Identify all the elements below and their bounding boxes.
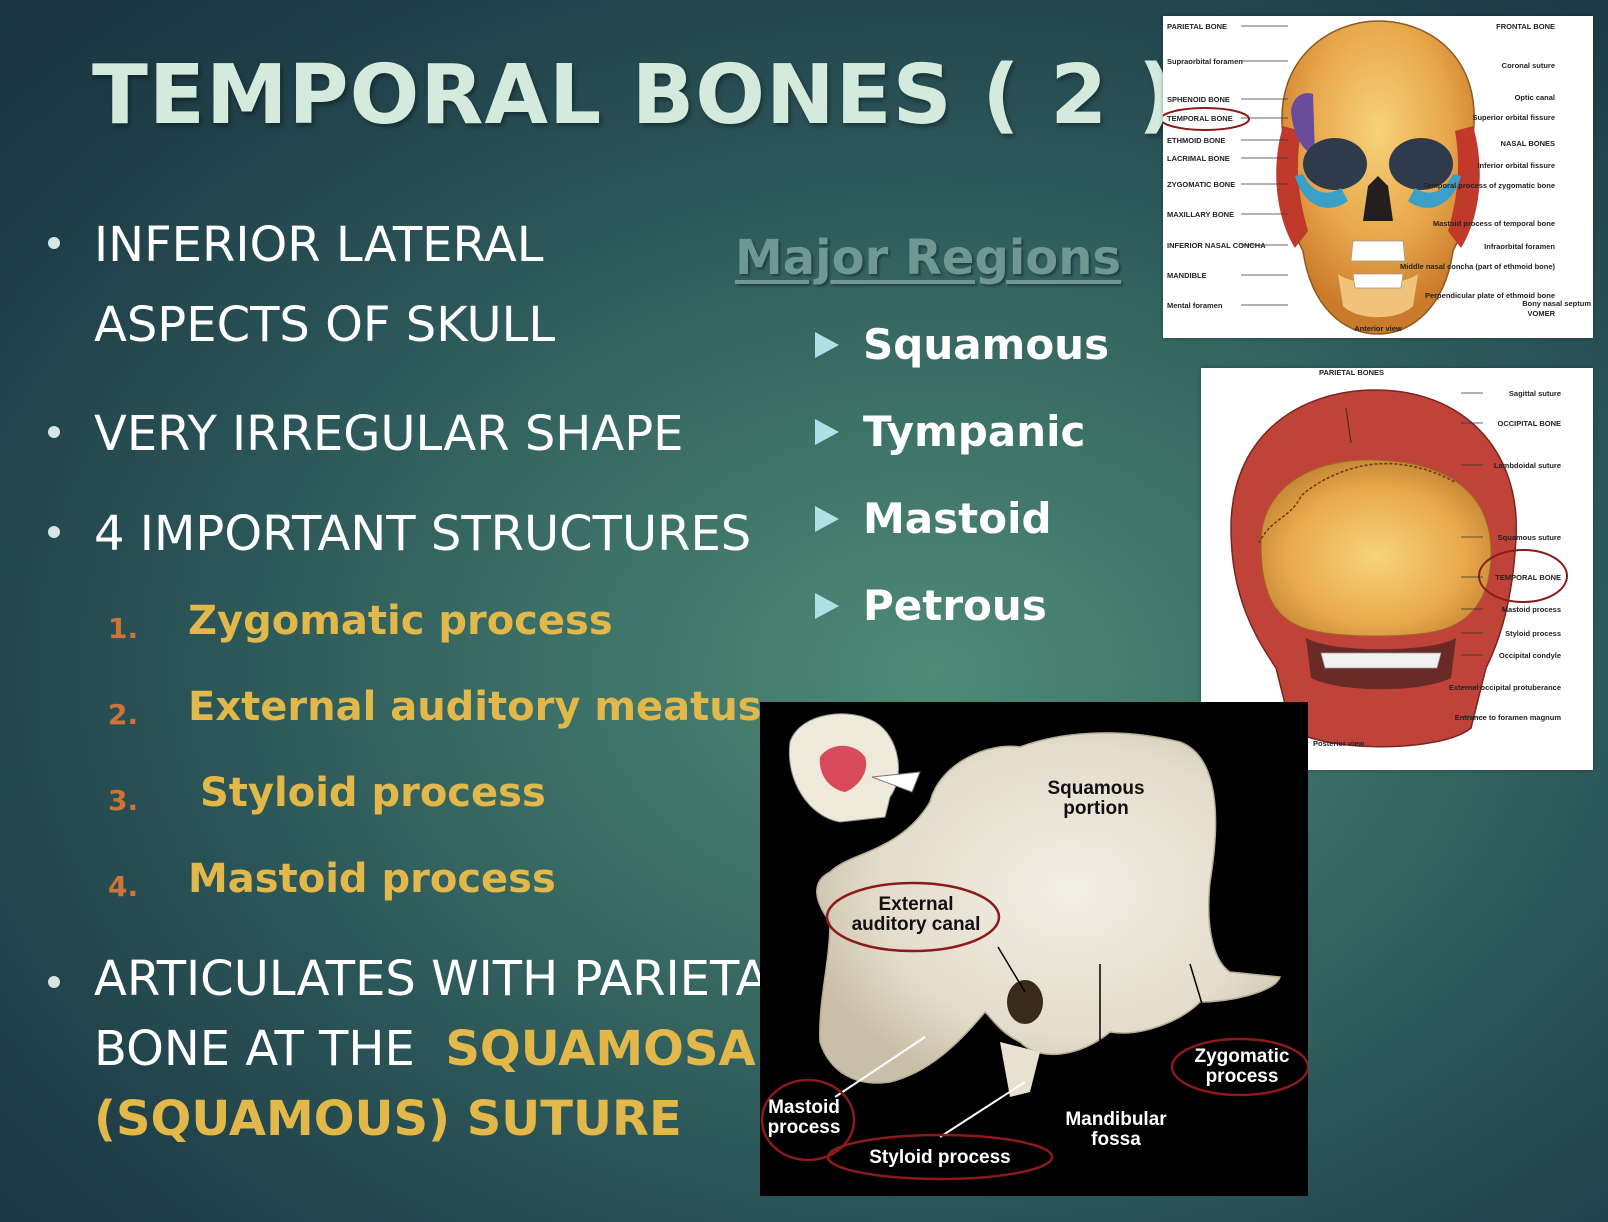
anterior-left-label: ZYGOMATIC BONE xyxy=(1167,180,1235,189)
triangle-bullet-icon xyxy=(815,332,839,358)
anterior-left-label: MAXILLARY BONE xyxy=(1167,210,1234,219)
bullet-line: ASPECTS OF SKULL xyxy=(94,297,556,353)
structure-label: Styloid process xyxy=(200,770,546,816)
anterior-right-label: VOMER xyxy=(1527,309,1555,318)
bullet-line: ARTICULATES WITH PARIETAL xyxy=(94,951,796,1007)
bullet-line: BONE AT THE SQUAMOSAL xyxy=(94,1014,795,1084)
posterior-right-label: Entrance to foramen magnum xyxy=(1455,713,1562,722)
slide-title: TEMPORAL BONES ( 2 ) xyxy=(92,48,1177,143)
zygomatic-label-2: process xyxy=(1206,1066,1279,1087)
anterior-left-label: LACRIMAL BONE xyxy=(1167,154,1230,163)
region-item: Tympanic xyxy=(815,407,1085,456)
bullet-dot xyxy=(48,426,60,438)
anterior-right-label: Optic canal xyxy=(1515,93,1555,102)
anterior-right-label: FRONTAL BONE xyxy=(1496,22,1555,31)
anterior-right-label: Infraorbital foramen xyxy=(1484,242,1555,251)
skull-anterior-illustration xyxy=(1163,20,1480,335)
anterior-right-label: Coronal suture xyxy=(1502,61,1555,70)
posterior-right-label: Squamous suture xyxy=(1498,533,1561,542)
anterior-right-label: Middle nasal concha (part of ethmoid bon… xyxy=(1400,262,1556,271)
anterior-left-label: ETHMOID BONE xyxy=(1167,136,1225,145)
temporal-bone-figure: Squamous portion External auditory canal… xyxy=(760,702,1308,1196)
structure-label: Mastoid process xyxy=(188,856,556,902)
anterior-left-label: TEMPORAL BONE xyxy=(1167,114,1233,123)
structure-label: External auditory meatus xyxy=(188,684,762,730)
bullet-irregular-shape: VERY IRREGULAR SHAPE xyxy=(48,394,684,474)
external-canal-label-2: auditory canal xyxy=(852,914,981,935)
posterior-right-label: Mastoid process xyxy=(1502,605,1561,614)
triangle-bullet-icon xyxy=(815,506,839,532)
bullet-inferior-lateral: INFERIOR LATERAL ASPECTS OF SKULL xyxy=(48,205,555,365)
posterior-right-label: OCCIPITAL BONE xyxy=(1498,419,1561,428)
posterior-caption: Posterior view xyxy=(1313,739,1364,748)
posterior-right-label: External occipital protuberance xyxy=(1449,683,1561,692)
temporal-bone-illustration: Squamous portion External auditory canal… xyxy=(760,713,1308,1181)
skull-anterior-labels: PARIETAL BONE Supraorbital foramenSPHENOI… xyxy=(1167,22,1591,333)
anterior-right-label: Superior orbital fissure xyxy=(1472,113,1555,122)
anterior-left-label: Supraorbital foramen xyxy=(1167,57,1243,66)
bullet-text: 4 IMPORTANT STRUCTURES xyxy=(94,506,752,562)
posterior-right-label: Sagittal suture xyxy=(1509,389,1561,398)
anterior-right-label: Perpendicular plate of ethmoid bone xyxy=(1425,291,1555,300)
bullet-dot xyxy=(48,237,60,249)
skull-inset-icon xyxy=(788,713,921,823)
structure-label: Zygomatic process xyxy=(188,598,613,644)
posterior-right-label: Styloid process xyxy=(1505,629,1561,638)
squamous-portion-label-1: Squamous xyxy=(1047,778,1144,799)
anterior-left-label: Mental foramen xyxy=(1167,301,1223,310)
posterior-right-label: Occipital condyle xyxy=(1499,651,1561,660)
structure-number: 2. xyxy=(108,698,139,731)
posterior-top-label: PARIETAL BONES xyxy=(1319,368,1384,377)
region-label: Petrous xyxy=(863,581,1047,630)
zygomatic-label-1: Zygomatic xyxy=(1194,1046,1289,1067)
mandibular-label-1: Mandibular xyxy=(1065,1109,1167,1130)
region-label: Tympanic xyxy=(863,407,1086,456)
suture-highlight: (SQUAMOUS) SUTURE xyxy=(94,1091,682,1147)
bullet-dot xyxy=(48,976,60,988)
structure-number: 1. xyxy=(108,612,139,645)
mastoid-label-2: process xyxy=(768,1117,841,1138)
anterior-left-label: SPHENOID BONE xyxy=(1167,95,1230,104)
anterior-left-label: MANDIBLE xyxy=(1167,271,1207,280)
region-label: Squamous xyxy=(863,320,1110,369)
region-item: Mastoid xyxy=(815,494,1052,543)
region-item: Petrous xyxy=(815,581,1047,630)
structure-number: 4. xyxy=(108,870,139,903)
squamous-portion-label-2: portion xyxy=(1063,798,1128,819)
mastoid-label-1: Mastoid xyxy=(768,1097,840,1118)
suture-highlight: SQUAMOSAL xyxy=(445,1021,787,1077)
triangle-bullet-icon xyxy=(815,419,839,445)
anterior-caption: Anterior view xyxy=(1354,324,1402,333)
anterior-right-label: Mastoid process of temporal bone xyxy=(1433,219,1555,228)
major-regions-heading: Major Regions xyxy=(735,230,1122,286)
structure-number: 3. xyxy=(108,784,139,817)
anterior-right-label: Inferior orbital fissure xyxy=(1477,161,1555,170)
bullet-line: INFERIOR LATERAL xyxy=(94,217,544,273)
bullet-line-prefix: BONE AT THE xyxy=(94,1021,415,1077)
posterior-right-label: Lambdoidal suture xyxy=(1494,461,1561,470)
skull-posterior-illustration xyxy=(1230,389,1568,748)
posterior-right-label: TEMPORAL BONE xyxy=(1495,573,1561,582)
bullet-text: VERY IRREGULAR SHAPE xyxy=(94,406,684,462)
region-item: Squamous xyxy=(815,320,1109,369)
anterior-left-label: PARIETAL BONE xyxy=(1167,22,1227,31)
mandibular-label-2: fossa xyxy=(1091,1129,1141,1150)
bullet-important-structures: 4 IMPORTANT STRUCTURES xyxy=(48,494,751,574)
anterior-left-label: INFERIOR NASAL CONCHA xyxy=(1167,241,1266,250)
anterior-right-label: NASAL BONES xyxy=(1501,139,1555,148)
triangle-bullet-icon xyxy=(815,593,839,619)
external-canal-label-1: External xyxy=(879,894,954,915)
region-label: Mastoid xyxy=(863,494,1052,543)
bullet-dot xyxy=(48,526,60,538)
anterior-right-label: Bony nasal septum xyxy=(1522,299,1591,308)
styloid-label: Styloid process xyxy=(869,1147,1011,1168)
bullet-articulates: ARTICULATES WITH PARIETAL BONE AT THE SQ… xyxy=(48,944,795,1154)
anterior-right-label: Temporal process of zygomatic bone xyxy=(1423,181,1555,190)
